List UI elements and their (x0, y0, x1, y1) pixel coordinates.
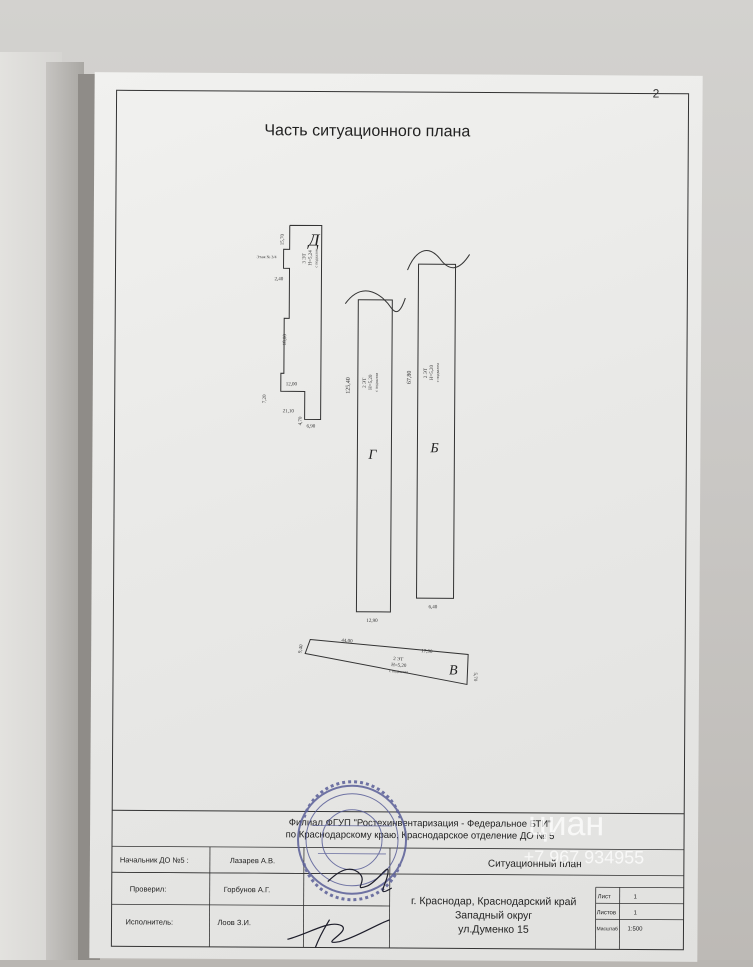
building-d-letter: Д (307, 230, 321, 249)
building-v-floors: 2 ЭТ (393, 657, 403, 663)
stamp-name-checker: Горбунов А.Г. (224, 885, 271, 894)
signature-executor (287, 919, 389, 948)
stamp-scale-value: 1:500 (627, 926, 643, 932)
building-d-mark: с подвалом (314, 248, 319, 267)
org-line-2: по Краснодарскому краю, Краснодарское от… (286, 829, 555, 842)
building-g-mark: с подвалом (374, 372, 379, 391)
building-d-note: Этаж № 3/4 (257, 254, 277, 259)
stamp-address-1: г. Краснодар, Краснодарский край (411, 895, 577, 908)
building-d-floors: 3 ЭТ (303, 253, 308, 263)
stamp-sheets-value: 1 (634, 910, 638, 916)
building-d-dim-6: 21,10 (283, 409, 295, 414)
watermark-brand: циан (528, 805, 604, 843)
stamp-name-head: Лазарев А.В. (230, 856, 275, 865)
building-d-dim-4: 12,00 (286, 382, 298, 387)
building-g-floors: 2 ЭТ (363, 378, 368, 388)
building-v-dim-4: 5,70 (472, 672, 477, 681)
building-g-dim-2: 12,90 (366, 619, 378, 624)
building-d-dim-5: 7,20 (263, 394, 268, 403)
stamp-address-3: ул.Думенко 15 (458, 923, 529, 935)
org-line-1: Филиал ФГУП "Ростехинвентаризация - Феде… (289, 817, 552, 830)
building-b-letter: Б (429, 441, 438, 456)
building-b-floors: 2 ЭТ (424, 368, 429, 378)
stamp-scale-label: Масштаб (596, 926, 618, 932)
plan-drawing: 2 Часть ситуационного плана Д 15,70 2,40… (89, 72, 702, 962)
building-d-dim-7: 4,70 (299, 416, 304, 425)
page-number: 2 (653, 87, 660, 101)
stamp-sheet-value: 1 (634, 894, 638, 900)
watermark-phone: +7 967 934955 (524, 847, 645, 868)
plan-sheet: 2 Часть ситуационного плана Д 15,70 2,40… (89, 72, 702, 962)
building-v-letter: В (449, 663, 458, 678)
building-b-dim-2: 6,40 (428, 605, 437, 610)
building-d-dim-2: 2,40 (274, 277, 283, 282)
building-v-mark: с подвалом (389, 668, 409, 674)
stamp-role-checker: Проверил: (130, 884, 167, 893)
building-v-dim-3: 9,40 (298, 644, 305, 654)
building-v: В 44,00 17,90 9,40 5,70 2 ЭТ Н=5,20 с по… (298, 638, 477, 684)
building-d: Д 15,70 2,40 18,00 12,00 7,20 21,10 4,70… (256, 225, 322, 429)
building-g-letter: Г (367, 448, 377, 463)
building-b-dim-1: 67,80 (407, 371, 413, 385)
building-d-dim-3: 18,00 (283, 334, 288, 346)
stamp-role-executor: Исполнитель: (125, 917, 173, 926)
building-b: Б 67,80 6,40 2 ЭТ Н=5,20 с подвалом (405, 250, 469, 610)
building-g-dim-1: 125,40 (346, 377, 352, 394)
building-v-dim-2: 17,90 (421, 649, 433, 655)
building-b-mark: с подвалом (435, 363, 440, 382)
stamp-sheet-label: Лист (598, 894, 611, 900)
building-d-dim-8: 6,90 (307, 424, 316, 429)
building-v-dim-1: 44,00 (341, 639, 353, 645)
stamp-address-2: Западный округ (455, 909, 532, 921)
stamp-role-head: Начальник ДО №5 : (120, 855, 189, 864)
plan-title: Часть ситуационного плана (264, 122, 470, 140)
building-d-dim-1: 15,70 (281, 234, 286, 246)
stamp-name-executor: Лоов З.И. (217, 918, 250, 927)
stamp-sheets-label: Листов (597, 910, 617, 916)
building-g: Г 125,40 12,90 2 ЭТ Н=5,20 с подвалом (343, 291, 405, 624)
watermark: циан +7 967 934955 (524, 805, 645, 868)
